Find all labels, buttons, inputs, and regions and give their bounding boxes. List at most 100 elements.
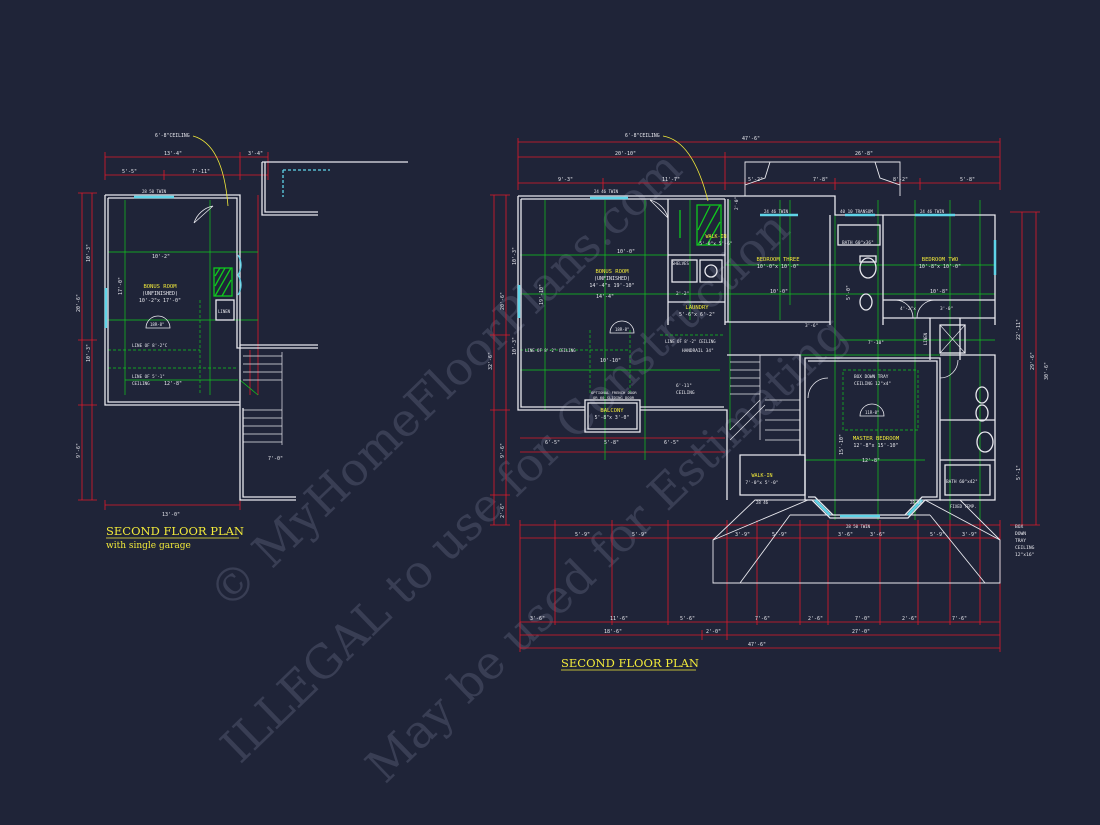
- left-dim-left-3: 10'-3": [86, 344, 92, 362]
- left-linen-label: LINEN: [218, 309, 231, 314]
- dim-bottom-11: 27'-0": [852, 629, 870, 635]
- handrail-label: HANDRAIL 34": [682, 348, 714, 354]
- transom-label: 40 10 TRANSOM: [840, 209, 873, 214]
- dim-bottom-7: 3'-6": [530, 616, 545, 622]
- bath-one-label: BATH 60"x36": [842, 240, 874, 246]
- window-label-4: 28 50 TWIN: [846, 524, 871, 529]
- dim-right-1: 22'-11": [1016, 319, 1022, 340]
- inner-dim-5: 15'-10": [839, 434, 845, 455]
- left-dim-left-2: 20'-6": [76, 294, 82, 312]
- tray-side-line-2: DOWN: [1015, 531, 1026, 537]
- dim-top-overall: 47'-6": [742, 136, 760, 142]
- right-plan-title: SECOND FLOOR PLAN: [561, 656, 699, 670]
- fixed-temp-label: FIXED TEMP.: [950, 504, 977, 509]
- left-inner-dim-1: 10'-2": [152, 254, 170, 260]
- right-arc-label-b: 11R-0": [865, 410, 879, 415]
- tray-side-line-3: TRAY: [1015, 538, 1026, 544]
- french-door-label: OPTIONAL FRENCH DOOR: [591, 390, 637, 395]
- left-window-label: 28 50 TWIN: [142, 189, 167, 194]
- master-bedroom-size: 12'-8"x 15'-10": [853, 443, 898, 449]
- dim-top-1: 9'-3": [558, 177, 573, 183]
- left-dim-top-b: 7'-11": [192, 169, 210, 175]
- inner-dim-1: 10'-10": [600, 358, 621, 364]
- dim-top-left: 20'-10": [615, 151, 636, 157]
- dim-lower-3: 3'-9": [735, 532, 750, 538]
- left-inner-dim-2: 12'-8": [164, 381, 182, 387]
- dim-top-2: 11'-7": [662, 177, 680, 183]
- dim-top-3: 5'-2": [748, 177, 763, 183]
- left-ceiling-note: 6'-8"CEILING: [155, 133, 190, 139]
- bath-two-label: BATH 60"x42": [946, 479, 978, 485]
- left-dim-top-right: 3'-4": [248, 151, 263, 157]
- left-chimney: [213, 267, 233, 297]
- right-arc-symbol-b: [859, 403, 885, 417]
- window-label-1: 24 46 TWIN: [594, 189, 619, 194]
- inner-dim-7: 3'-0": [940, 306, 953, 312]
- right-stairs: [729, 355, 800, 441]
- ceiling-line-a: LINE OF 8'-2" CEILING: [525, 348, 576, 353]
- laundry-size: 5'-6"x 6'-2": [679, 312, 715, 318]
- dim-top-6: 5'-8": [960, 177, 975, 183]
- left-inner-dim-4: 17'-0": [118, 277, 124, 295]
- sliding-door-label: OR 60 SLIDING DOOR: [593, 395, 635, 400]
- bedroom-two-size: 10'-8"x 10'-0": [919, 264, 961, 270]
- dim-left-4: 10'-3": [512, 337, 518, 355]
- dim-bottom-9: 18'-6": [604, 629, 622, 635]
- walkin-one-size: 5'-0"x 5'-6": [699, 241, 732, 247]
- dim-lower-6: 3'-6": [870, 532, 885, 538]
- left-ceiling-line-2: LINE OF 5'-1": [132, 374, 165, 379]
- walkin-two-name: WALK-IN: [751, 473, 772, 479]
- tray-ceiling-label: CEILING 12"x4": [854, 381, 891, 387]
- inner-dim-8: 7'-10": [868, 340, 884, 346]
- left-stairs: [243, 352, 283, 445]
- dim-left-5: 9'-6": [500, 443, 506, 458]
- dim-bottom-12: 47'-6": [748, 642, 766, 648]
- right-arc-label-a: 18R-8": [615, 327, 629, 332]
- dim-right-4: 5'-1": [1016, 465, 1022, 480]
- left-plan-subtitle: with single garage: [106, 541, 191, 551]
- bedroom-three-name: BEDROOM THREE: [756, 257, 799, 263]
- left-arc-symbol: [145, 315, 171, 329]
- inner-dim-6: 4'-2"x: [900, 306, 916, 312]
- inner-dim-2: 10'-0": [770, 289, 788, 295]
- tray-label: BOX DOWN TRAY: [854, 374, 889, 380]
- left-grid-lines: [108, 200, 259, 396]
- dim-lower-7: 5'-9": [930, 532, 945, 538]
- shelves-label: SHELVES: [672, 261, 689, 266]
- dim-bottom-2: 7'-6": [755, 616, 770, 622]
- inner-dim-13: 2'-2": [676, 291, 689, 297]
- bonus-room-name: BONUS ROOM: [595, 269, 629, 275]
- dim-bottom-6: 7'-6": [952, 616, 967, 622]
- ceiling-611-label: 6'-11": [676, 383, 692, 389]
- left-dim-top-overall: 13'-4": [164, 151, 182, 157]
- window-label-3: 24 46 TWIN: [920, 209, 945, 214]
- left-dimension-lines: [78, 152, 269, 510]
- dim-left-2: 32'-6": [488, 352, 494, 370]
- dim-right-3: 30'-6": [1044, 362, 1050, 380]
- tray-side-note: BOX DOWN TRAY CEILING 12"x16": [1015, 524, 1035, 558]
- dim-upper-1: 6'-5": [545, 440, 560, 446]
- left-dim-left-4: 9'-6": [76, 443, 82, 458]
- left-ceiling-word: CEILING: [132, 381, 150, 386]
- dim-top-right: 26'-8": [855, 151, 873, 157]
- left-ceiling-line-1: LINE OF 8'-2"C: [132, 343, 168, 348]
- left-room-name: BONUS ROOM: [143, 284, 177, 290]
- dim-bottom-5: 2'-6": [902, 616, 917, 622]
- dim-bottom-3: 2'-6": [808, 616, 823, 622]
- window-label-5: 28 46: [756, 500, 769, 505]
- dim-upper-3: 6'-5": [664, 440, 679, 446]
- dim-bottom-8: 5'-6": [680, 616, 695, 622]
- inner-dim-3: 10'-8": [930, 289, 948, 295]
- dim-lower-5: 3'-6": [838, 532, 853, 538]
- bedroom-three-size: 10'-0"x 10'-0": [757, 264, 799, 270]
- left-room-size: 10'-2"x 17'-0": [139, 298, 181, 304]
- dim-lower-1: 5'-9": [575, 532, 590, 538]
- left-dim-top-a: 5'-5": [122, 169, 137, 175]
- dim-lower-8: 3'-9": [962, 532, 977, 538]
- tray-side-line-1: BOX: [1015, 524, 1024, 530]
- bonus-room-type: (UNFINISHED): [594, 276, 630, 282]
- left-room-type: (UNFINISHED): [142, 291, 178, 297]
- inner-dim-4: 12'-8": [862, 458, 880, 464]
- bonus-room-size: 14'-4"x 19'-10": [589, 283, 634, 289]
- dim-right-2: 29'-6": [1030, 352, 1036, 370]
